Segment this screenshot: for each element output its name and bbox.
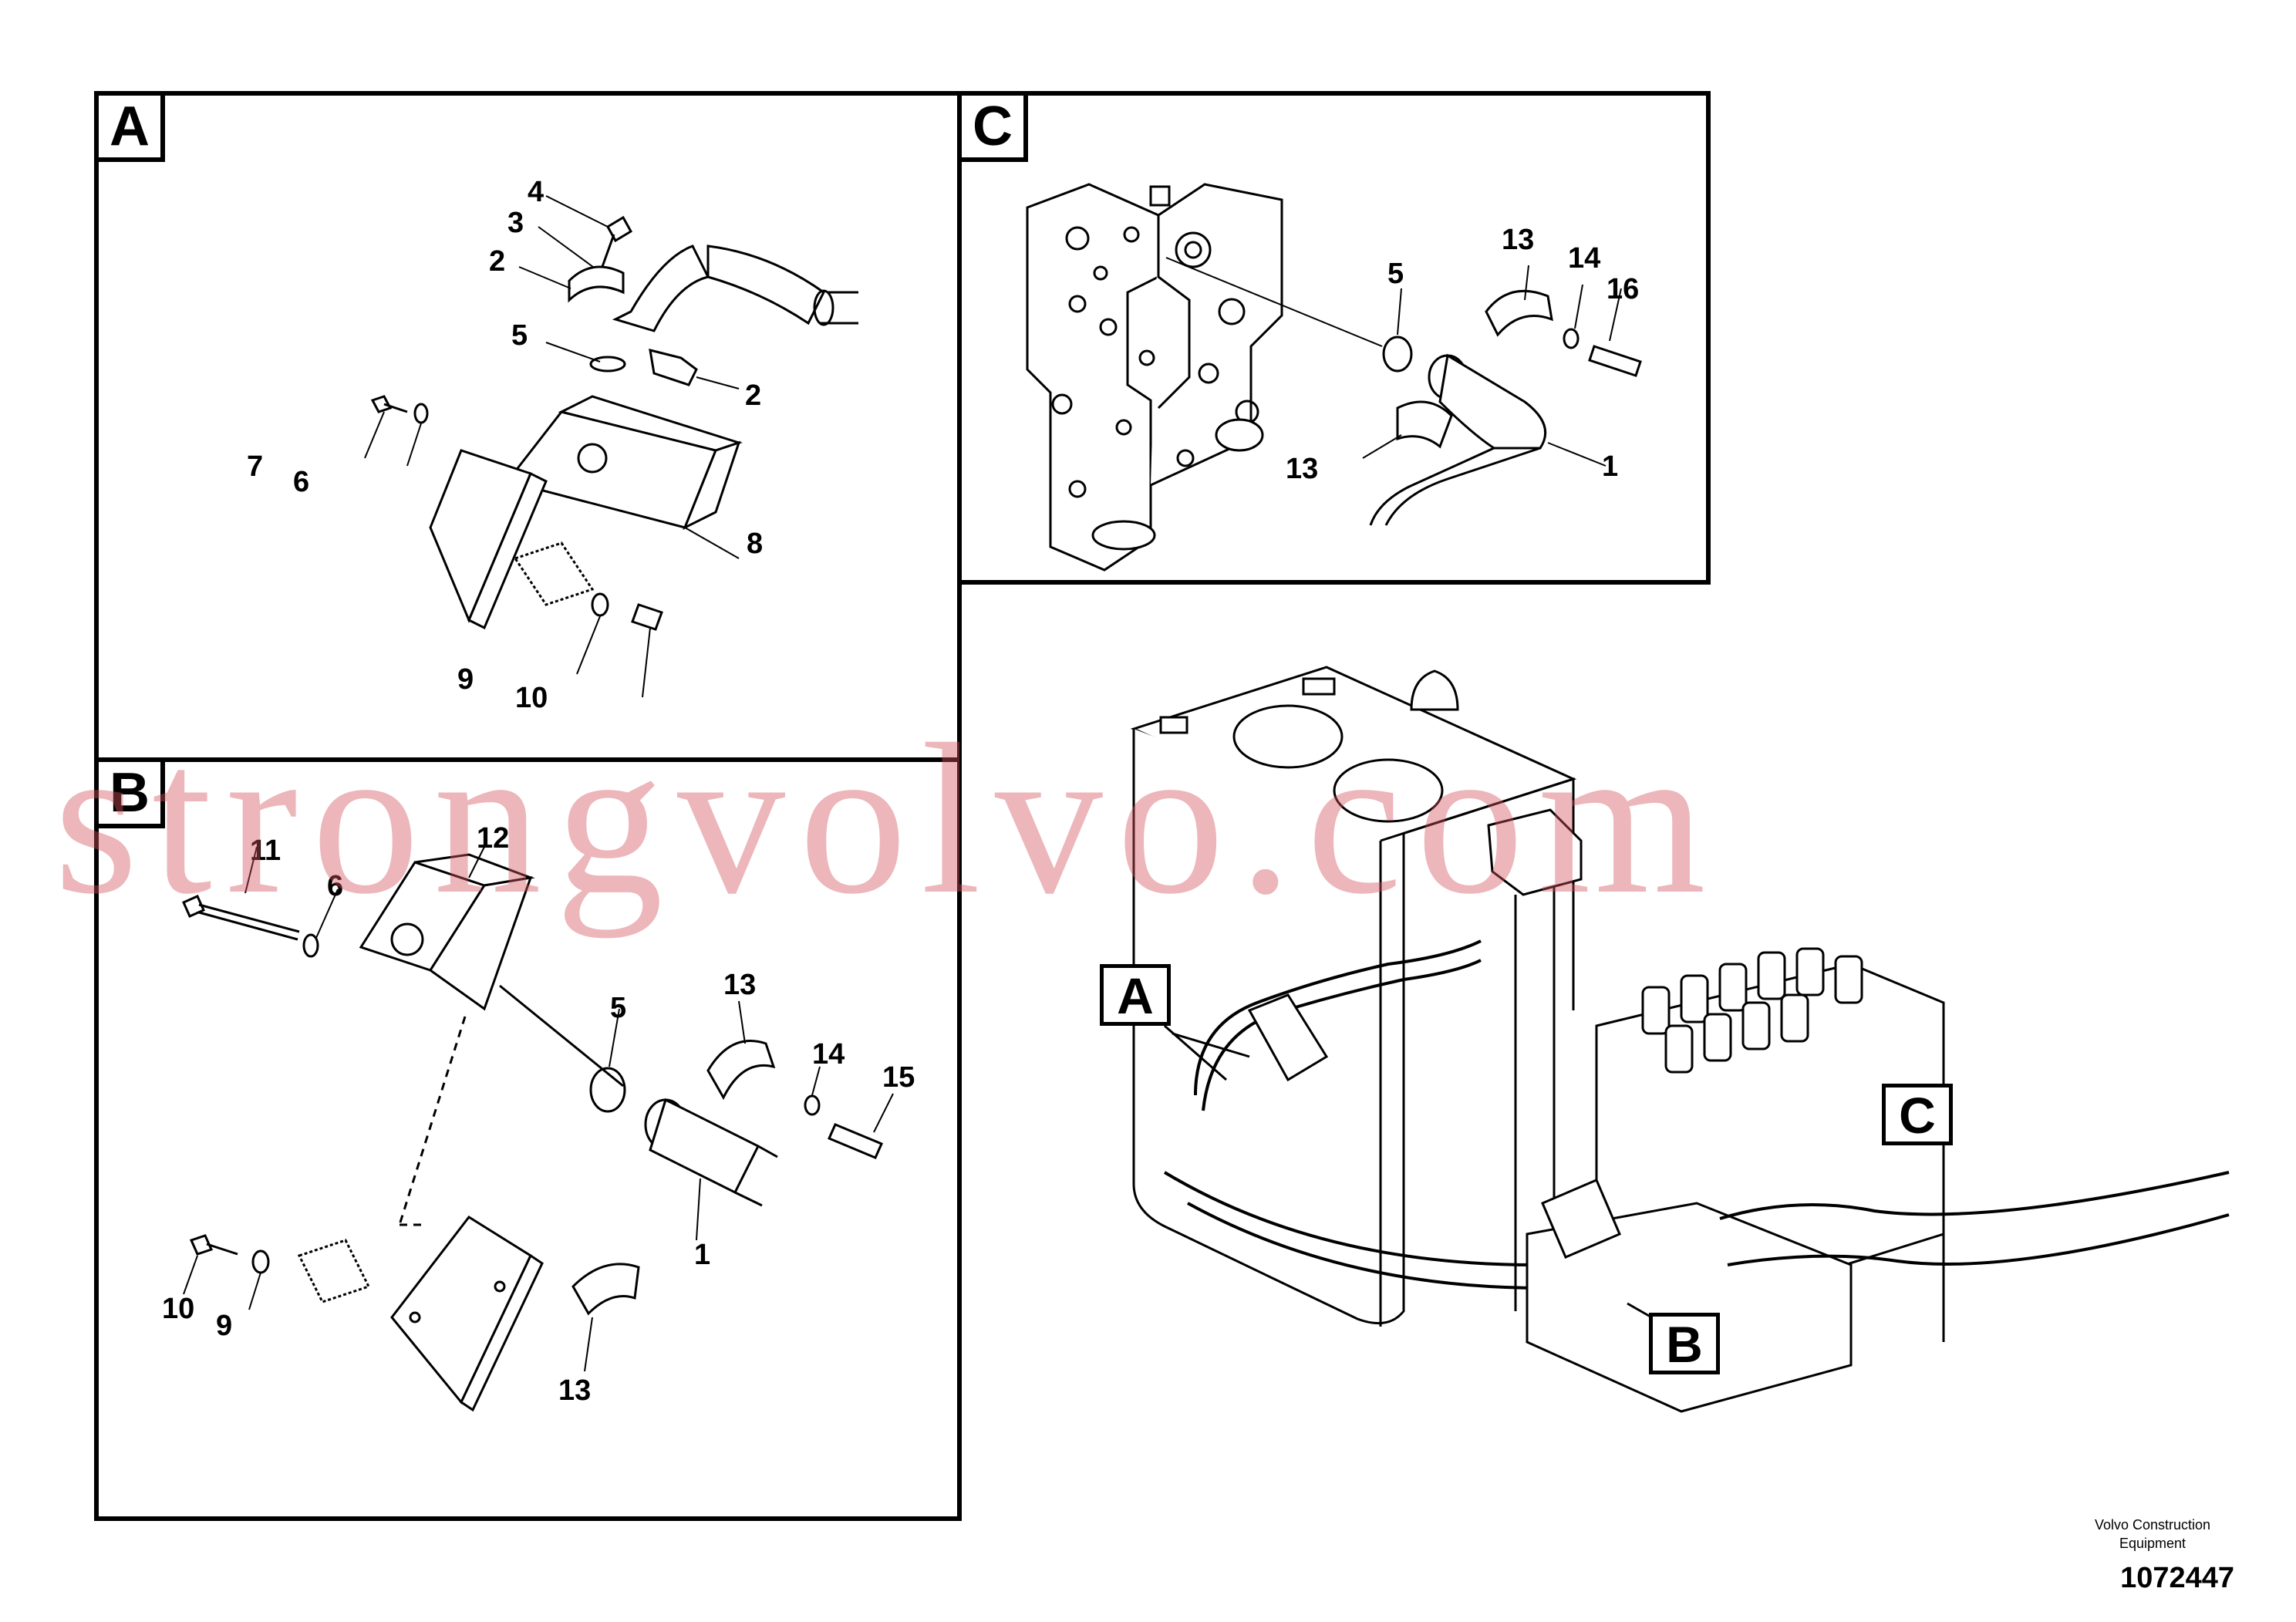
callout-16: 16 [1607,273,1640,305]
company-line-2: Equipment [2119,1536,2186,1551]
drawing-number: 1072447 [2120,1562,2234,1594]
callout-6: 6 [293,466,310,498]
overview-tag-b: B [1649,1313,1720,1374]
callout-15: 15 [882,1061,915,1094]
callout-11: 11 [250,835,282,867]
company-line-1: Volvo Construction [2094,1517,2211,1533]
panel-b-tag: B [99,762,165,828]
callout-9: 9 [457,663,474,696]
callout-10: 10 [515,682,548,714]
callout-5: 5 [511,319,528,352]
callout-13-upper: 13 [723,969,757,1001]
callout-3: 3 [507,207,524,239]
overview-tag-c: C [1882,1084,1953,1145]
callout-2-upper: 2 [489,245,506,278]
callout-14-c: 14 [1568,242,1601,275]
panel-a-drawing [99,96,962,762]
company-name: Volvo Construction Equipment [2060,1516,2245,1553]
callout-5-c: 5 [1387,258,1404,290]
callout-5-b: 5 [610,992,627,1024]
callout-1-b: 1 [694,1239,711,1271]
callout-1-c: 1 [1602,450,1619,483]
panel-c-drawing [962,96,1711,585]
callout-4: 4 [528,176,544,208]
panel-b-drawing [99,762,962,1521]
callout-7: 7 [247,450,264,483]
panel-c-tag: C [962,96,1028,162]
panel-a: A [94,91,962,762]
callout-10-b: 10 [162,1293,195,1325]
callout-13-c-lower: 13 [1286,453,1319,485]
panel-b: B [94,757,962,1521]
callout-13-lower: 13 [558,1374,592,1407]
panel-c: C 13 14 16 [957,91,1711,585]
callout-13-c-upper: 13 [1502,224,1535,256]
panel-a-tag: A [99,96,165,162]
overview-tag-a: A [1100,964,1171,1026]
callout-6-b: 6 [327,870,344,902]
callout-12: 12 [477,822,510,855]
callout-14-b: 14 [812,1038,845,1071]
callout-8: 8 [747,528,764,560]
callout-2-lower: 2 [745,379,762,412]
callout-9-b: 9 [216,1310,233,1342]
